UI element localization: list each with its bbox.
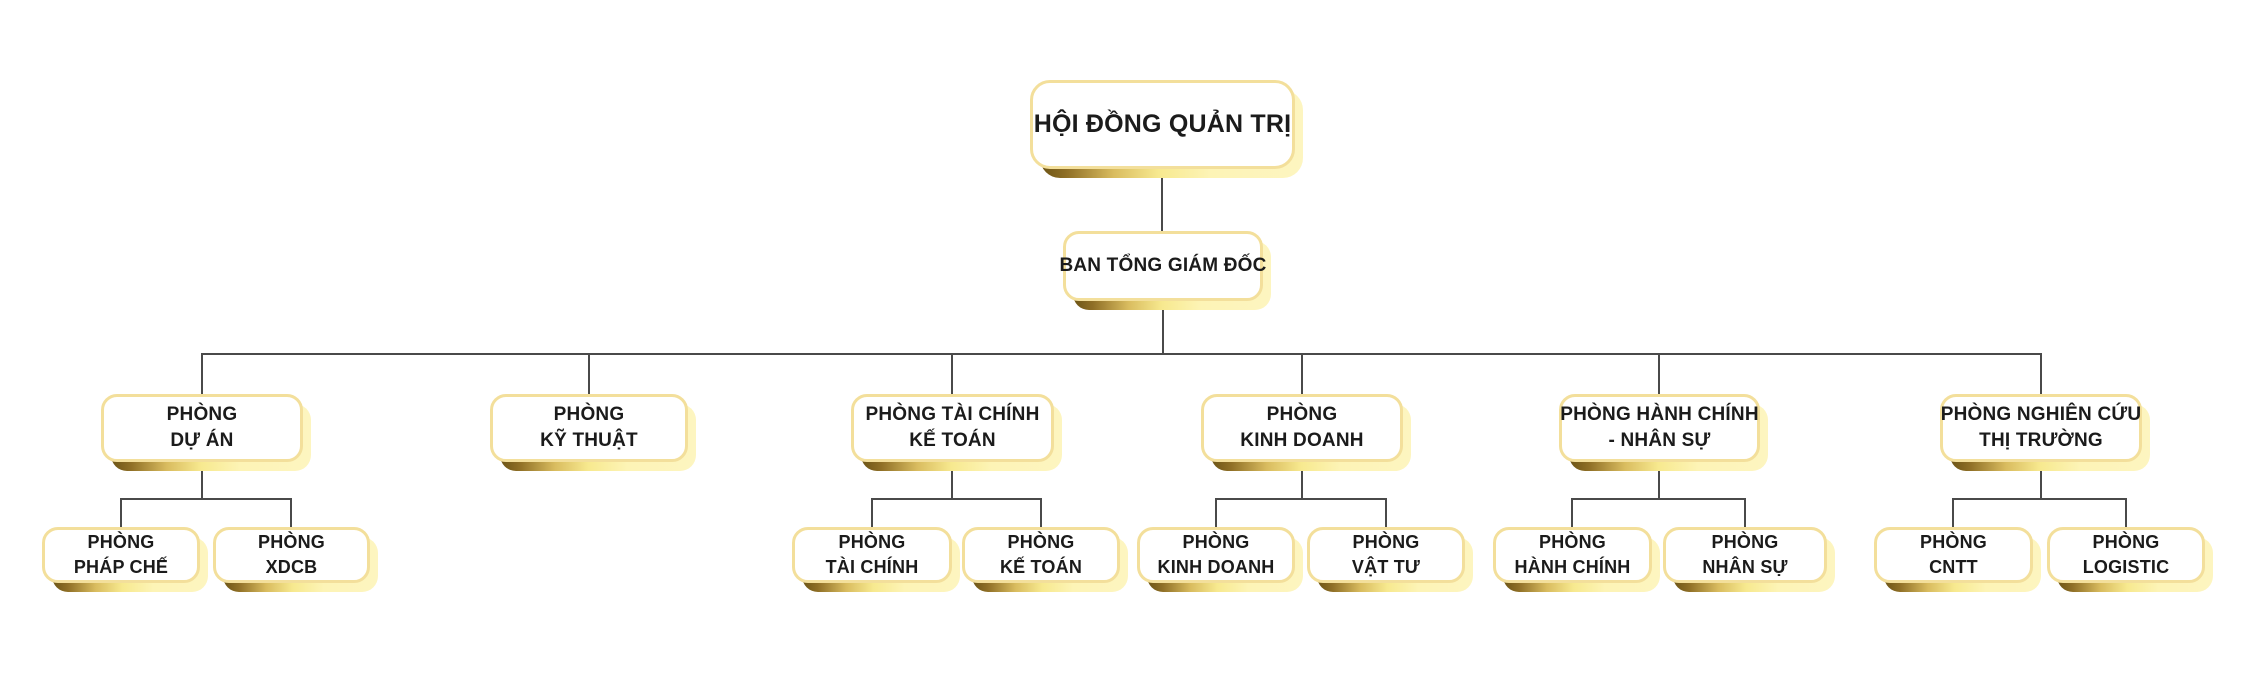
org-node-phong-vat-tu: PHÒNG VẬT TƯ [1307,527,1473,592]
org-node-phong-du-an: PHÒNG DỰ ÁN [101,394,311,471]
org-node-hoi-dong-quan-tri: HỘI ĐỒNG QUẢN TRỊ [1030,80,1303,178]
org-node-phong-hanh-chinh-nhan-su: PHÒNG HÀNH CHÍNH - NHÂN SỰ [1559,394,1768,471]
org-node-phong-tai-chinh-ke-toan: PHÒNG TÀI CHÍNH KẾ TOÁN [851,394,1062,471]
org-node-phong-ke-toan: PHÒNG KẾ TOÁN [962,527,1128,592]
org-node-phong-tai-chinh: PHÒNG TÀI CHÍNH [792,527,960,592]
connector-root-executive [1161,170,1163,232]
connector-drop-vat-tu [1385,498,1387,528]
org-node-phong-nhan-su: PHÒNG NHÂN SỰ [1663,527,1835,592]
connector-bus-tai-chinh [871,498,1042,500]
node-label: PHÒNG HÀNH CHÍNH - NHÂN SỰ [1560,403,1759,451]
node-box: PHÒNG VẬT TƯ [1307,527,1465,583]
connector-drop-logistic [2125,498,2127,528]
node-box: PHÒNG CNTT [1874,527,2033,583]
connector-bus-kinh-doanh [1215,498,1387,500]
connector-drop-phap-che [120,498,122,528]
node-label: PHÒNG DỰ ÁN [166,403,238,451]
connector-bus-hanh-chinh [1571,498,1746,500]
org-node-phong-ky-thuat: PHÒNG KỸ THUẬT [490,394,696,471]
connector-kinh-doanh-down [1301,462,1303,499]
connector-main-bus [201,353,2042,355]
node-label: PHÒNG LOGISTIC [2082,532,2170,577]
connector-drop-tai-chinh-ke-toan [951,353,953,395]
org-node-ban-tong-giam-doc: BAN TỔNG GIÁM ĐỐC [1059,231,1271,310]
org-node-phong-xdcb: PHÒNG XDCB [213,527,378,592]
connector-drop-kinh-doanh [1301,353,1303,395]
node-label: PHÒNG HÀNH CHÍNH [1514,532,1631,577]
connector-bus-du-an [120,498,292,500]
node-box: HỘI ĐỒNG QUẢN TRỊ [1030,80,1295,169]
node-label: PHÒNG KỸ THUẬT [540,403,638,451]
org-node-phong-phap-che: PHÒNG PHÁP CHẾ [42,527,208,592]
node-label: PHÒNG TÀI CHÍNH KẾ TOÁN [865,403,1040,451]
node-box: PHÒNG HÀNH CHÍNH [1493,527,1652,583]
node-box: PHÒNG TÀI CHÍNH [792,527,952,583]
node-box: PHÒNG LOGISTIC [2047,527,2205,583]
node-box: PHÒNG TÀI CHÍNH KẾ TOÁN [851,394,1054,462]
node-label: PHÒNG NHÂN SỰ [1702,532,1788,577]
connector-drop-ke-toan [1040,498,1042,528]
node-label: PHÒNG CNTT [1919,532,1987,577]
node-label: PHÒNG XDCB [257,532,325,577]
connector-executive-bus [1162,301,1164,354]
connector-drop-tai-chinh-child [871,498,873,528]
org-node-phong-nghien-cuu-thi-truong: PHÒNG NGHIÊN CỨU THỊ TRƯỜNG [1940,394,2150,471]
org-node-phong-cntt: PHÒNG CNTT [1874,527,2041,592]
node-label: PHÒNG KẾ TOÁN [999,532,1083,577]
connector-du-an-down [201,462,203,499]
node-box: BAN TỔNG GIÁM ĐỐC [1059,231,1266,301]
connector-tai-chinh-down [951,462,953,499]
node-box: PHÒNG DỰ ÁN [101,394,303,462]
node-label: PHÒNG TÀI CHÍNH [825,532,919,577]
org-node-phong-kinh-doanh: PHÒNG KINH DOANH [1201,394,1411,471]
node-label: BAN TỔNG GIÁM ĐỐC [1059,254,1267,276]
node-box: PHÒNG XDCB [213,527,370,583]
node-box: PHÒNG PHÁP CHẾ [42,527,200,583]
node-box: PHÒNG KẾ TOÁN [962,527,1120,583]
connector-drop-hanh-chinh-nhan-su [1658,353,1660,395]
connector-drop-nhan-su [1744,498,1746,528]
node-label: PHÒNG VẬT TƯ [1351,532,1421,577]
node-box: PHÒNG KỸ THUẬT [490,394,688,462]
connector-drop-nghien-cuu [2040,353,2042,395]
connector-drop-hanh-chinh-child [1571,498,1573,528]
node-box: PHÒNG NHÂN SỰ [1663,527,1827,583]
org-node-phong-hanh-chinh: PHÒNG HÀNH CHÍNH [1493,527,1660,592]
connector-drop-du-an [201,353,203,395]
connector-hanh-chinh-down [1658,462,1660,499]
node-box: PHÒNG NGHIÊN CỨU THỊ TRƯỜNG [1940,394,2142,462]
connector-drop-ky-thuat [588,353,590,395]
node-box: PHÒNG KINH DOANH [1201,394,1403,462]
org-node-phong-kinh-doanh-child: PHÒNG KINH DOANH [1137,527,1303,592]
node-label: PHÒNG KINH DOANH [1157,532,1275,577]
org-node-phong-logistic: PHÒNG LOGISTIC [2047,527,2213,592]
node-label: PHÒNG KINH DOANH [1240,403,1364,451]
connector-nghien-cuu-down [2040,462,2042,499]
node-box: PHÒNG HÀNH CHÍNH - NHÂN SỰ [1559,394,1760,462]
connector-drop-xdcb [290,498,292,528]
node-label: HỘI ĐỒNG QUẢN TRỊ [1033,110,1292,139]
connector-bus-nghien-cuu [1952,498,2127,500]
node-label: PHÒNG NGHIÊN CỨU THỊ TRƯỜNG [1940,403,2142,451]
node-label: PHÒNG PHÁP CHẾ [73,532,169,577]
connector-drop-cntt [1952,498,1954,528]
node-box: PHÒNG KINH DOANH [1137,527,1295,583]
connector-drop-kinh-doanh-child [1215,498,1217,528]
